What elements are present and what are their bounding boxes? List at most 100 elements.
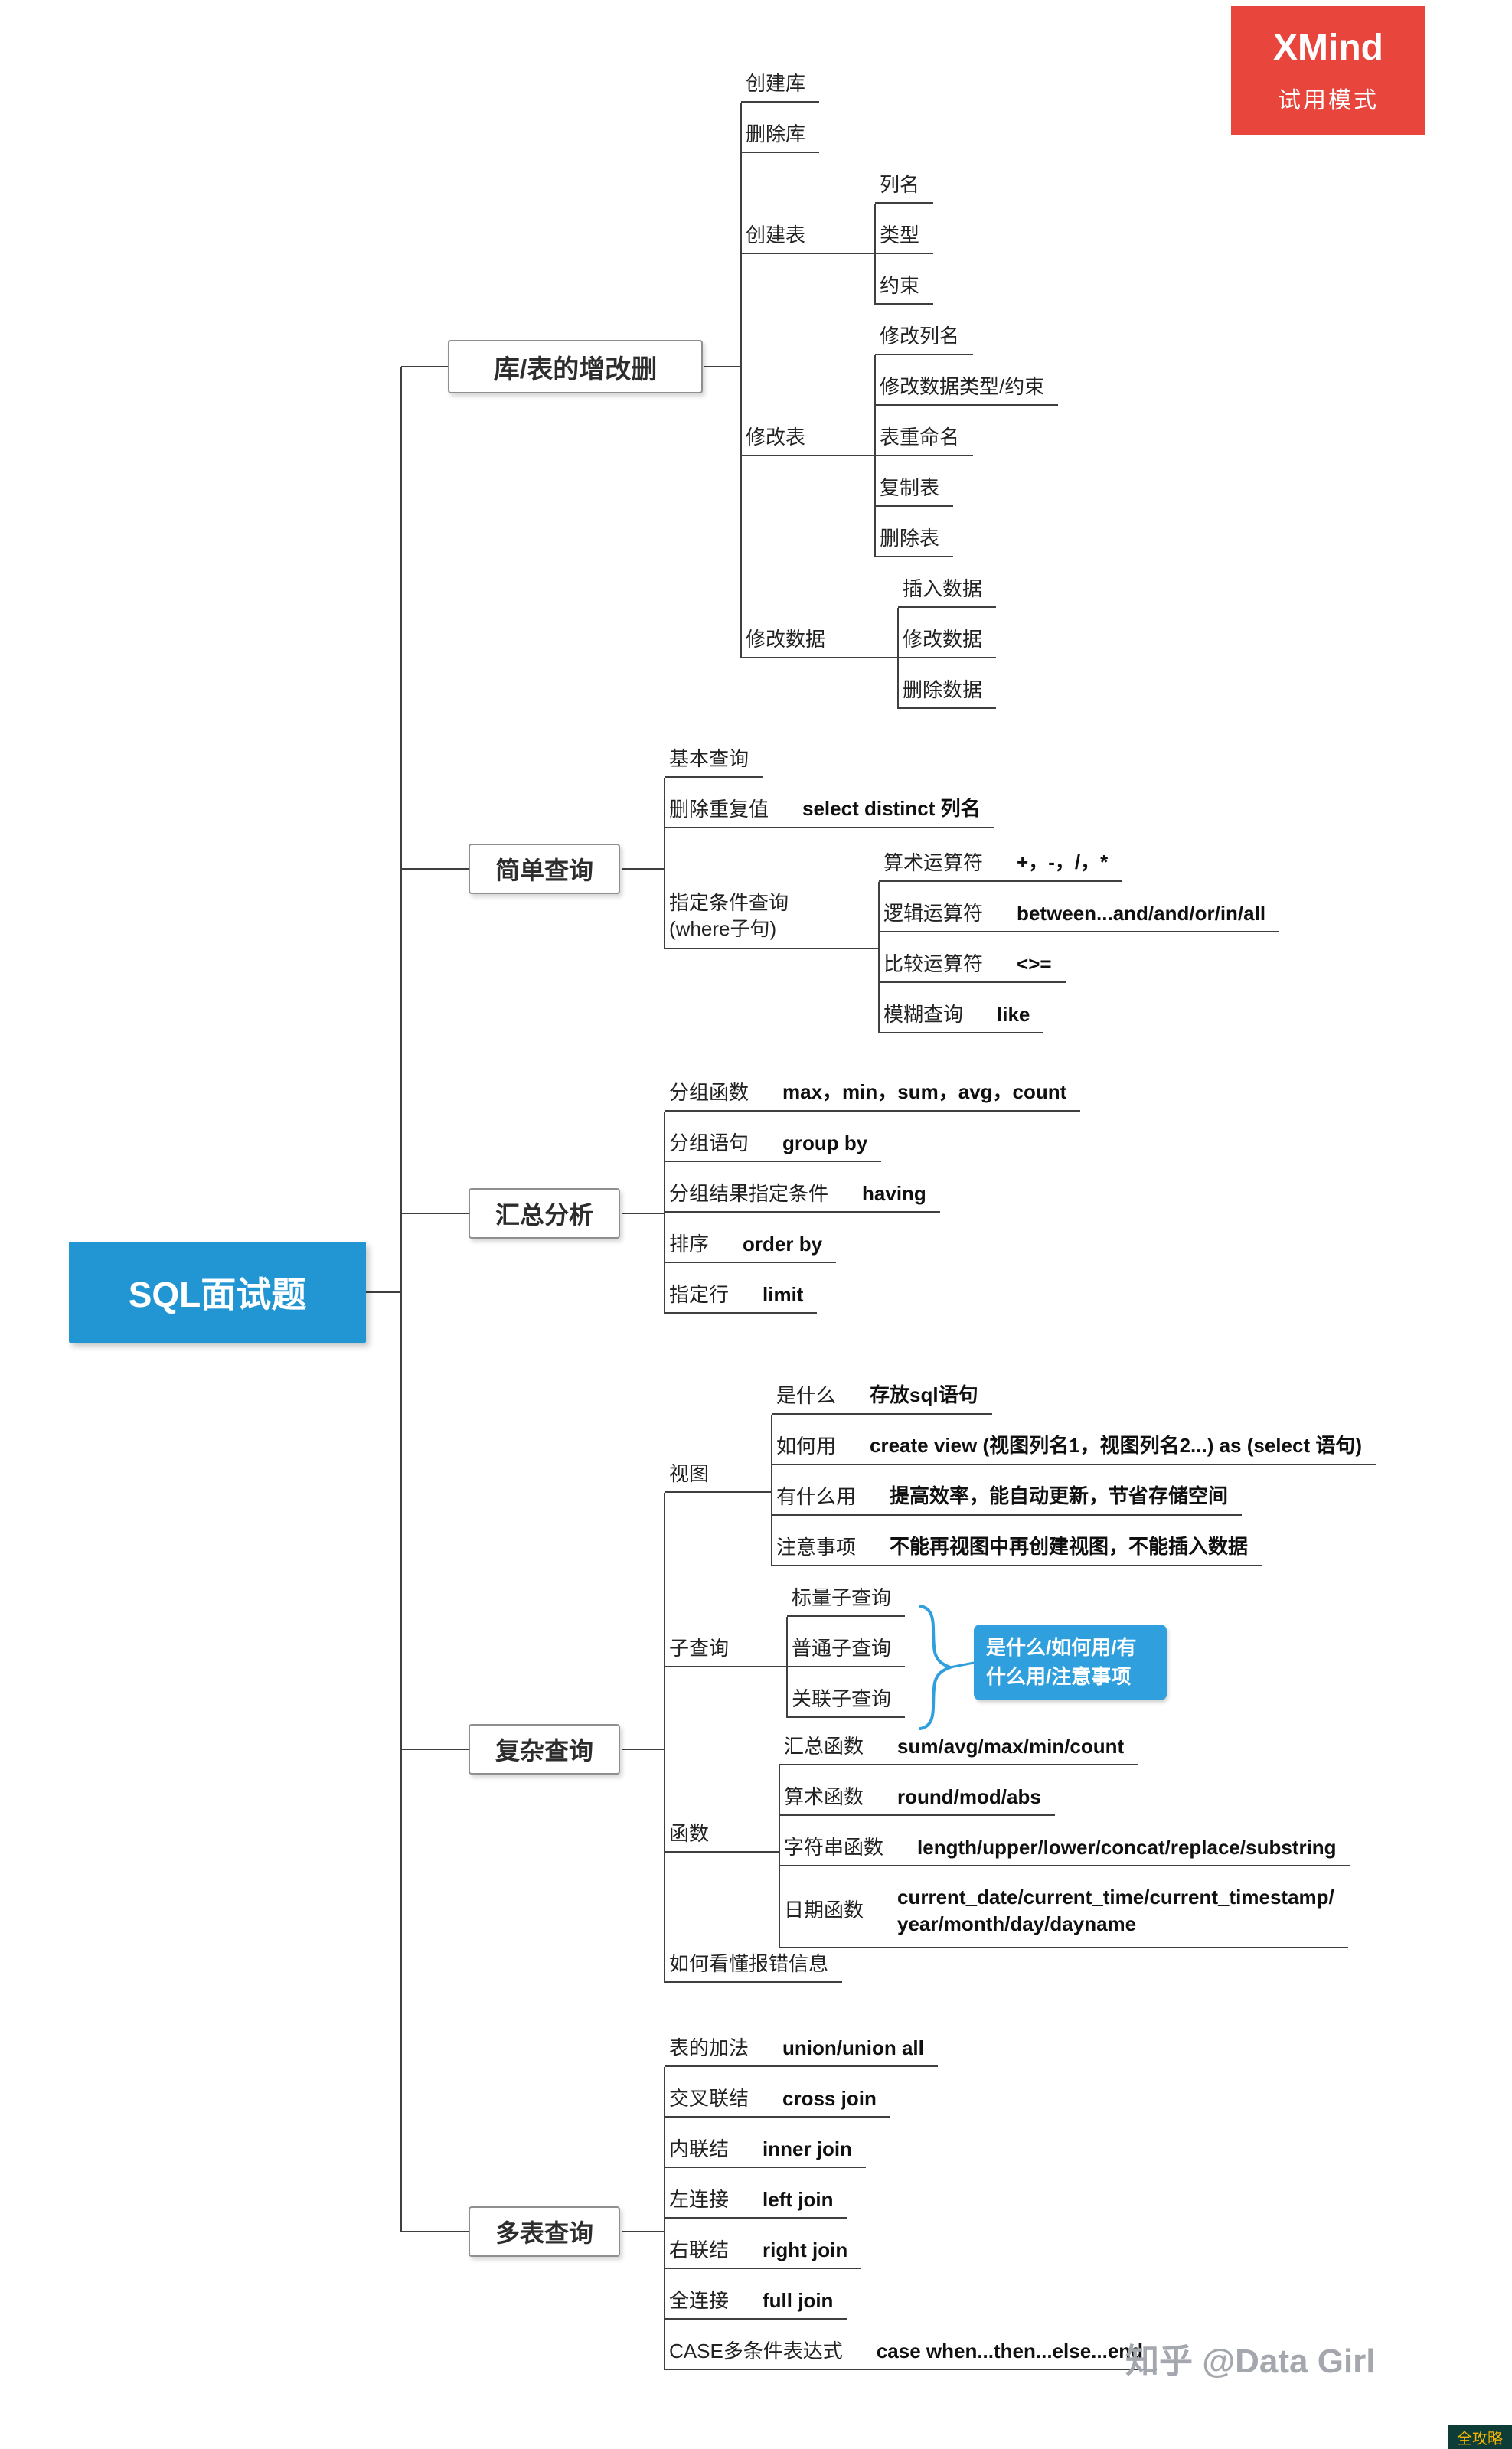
topic-insert-data[interactable]: 插入数据 [898, 573, 997, 608]
topic-view-how[interactable]: 如何用 create view (视图列名1，视图列名2...) as (sele… [772, 1430, 1376, 1465]
topic-label: 分组结果指定条件 [669, 1181, 829, 1205]
root-topic[interactable]: SQL面试题 [69, 1242, 366, 1343]
topic-view-what[interactable]: 是什么存放sql语句 [772, 1380, 992, 1415]
topic-create-table[interactable]: 创建表 [741, 219, 875, 254]
topic-label: 普通子查询 [792, 1636, 892, 1660]
branch-multi-table-query[interactable]: 多表查询 [469, 2206, 620, 2257]
topic-value: union/union all [782, 2036, 924, 2059]
topic-update-data[interactable]: 修改数据 [898, 623, 997, 658]
topic-copy-table[interactable]: 复制表 [875, 472, 954, 507]
topic-label: 如何用 [776, 1434, 837, 1458]
footer-strategy-tag: 全攻略 [1448, 2425, 1512, 2449]
branch-complex-query[interactable]: 复杂查询 [469, 1724, 620, 1775]
footer-strategy-label: 全攻略 [1457, 2431, 1503, 2447]
topic-label: 分组语句 [669, 1131, 749, 1154]
topic-label: 比较运算符 [883, 952, 984, 975]
topic-label: 右联结 [669, 2238, 730, 2261]
topic-where-clause[interactable]: 指定条件查询(where子句) [665, 883, 879, 949]
topic-alter-col-name[interactable]: 修改列名 [875, 320, 974, 355]
topic-label: 逻辑运算符 [883, 901, 984, 925]
topic-col-constraint[interactable]: 约束 [875, 269, 934, 305]
topic-label: 字符串函数 [784, 1835, 884, 1859]
topic-label: 基本查询 [669, 746, 749, 770]
topic-alter-table[interactable]: 修改表 [741, 421, 875, 456]
topic-label: 交叉联结 [669, 2086, 749, 2110]
topic-label: 创建表 [746, 223, 806, 247]
topic-label: 关联子查询 [792, 1687, 892, 1710]
topic-label: 表的加法 [669, 2036, 749, 2059]
topic-union[interactable]: 表的加法 union/union all [665, 2032, 938, 2067]
topic-scalar-sub[interactable]: 标量子查询 [787, 1582, 906, 1617]
topic-label: 删除重复值 [669, 797, 769, 821]
topic-error-msg[interactable]: 如何看懂报错信息 [665, 1948, 843, 1983]
branch-summary-analysis[interactable]: 汇总分析 [469, 1188, 620, 1239]
topic-label: 修改数据类型/约束 [880, 374, 1045, 398]
topic-view-use[interactable]: 有什么用提高效率，能自动更新，节省存储空间 [772, 1481, 1243, 1516]
topic-label: 修改列名 [880, 324, 960, 348]
topic-left-join[interactable]: 左连接 left join [665, 2183, 847, 2219]
topic-label: 指定条件查询(where子句) [669, 891, 789, 941]
topic-col-type[interactable]: 类型 [875, 219, 934, 254]
topic-subquery[interactable]: 子查询 [665, 1632, 787, 1667]
topic-label: 注意事项 [776, 1535, 857, 1559]
topic-value: current_date/current_time/current_timest… [897, 1885, 1334, 1935]
topic-label: 视图 [669, 1461, 710, 1485]
topic-basic-query[interactable]: 基本查询 [665, 743, 763, 778]
xmind-trial-badge[interactable]: XMind 试用模式 [1231, 6, 1425, 135]
topic-label: 修改数据 [903, 627, 983, 651]
topic-value: limit [763, 1283, 804, 1306]
topic-drop-table[interactable]: 删除表 [875, 522, 954, 557]
topic-compare-op[interactable]: 比较运算符<>= [879, 948, 1066, 983]
topic-col-name[interactable]: 列名 [875, 168, 934, 204]
topic-rename-table[interactable]: 表重命名 [875, 421, 974, 456]
callout-subquery-note[interactable]: 是什么/如何用/有什么用/注意事项 [974, 1625, 1167, 1701]
topic-logic-op[interactable]: 逻辑运算符 between...and/and/or/in/all [879, 897, 1280, 932]
topic-label: 复制表 [880, 475, 940, 499]
topic-limit[interactable]: 指定行 limit [665, 1278, 818, 1314]
topic-label: 是什么 [776, 1383, 837, 1407]
topic-label: 删除表 [880, 526, 940, 550]
zhihu-watermark: 知乎 @Data Girl [1125, 2343, 1376, 2380]
branch-crud[interactable]: 库/表的增改删 [448, 340, 703, 393]
topic-view-note[interactable]: 注意事项 不能再视图中再创建视图，不能插入数据 [772, 1531, 1262, 1566]
topic-arith-op[interactable]: 算术运算符+，-，/，* [879, 847, 1122, 882]
xmind-logo: XMind [1273, 27, 1383, 68]
topic-value: between...and/and/or/in/all [1017, 902, 1266, 925]
topic-normal-sub[interactable]: 普通子查询 [787, 1632, 906, 1667]
topic-create-db[interactable]: 创建库 [741, 67, 820, 103]
topic-drop-db[interactable]: 删除库 [741, 118, 820, 153]
topic-label: 有什么用 [776, 1484, 857, 1508]
branch-simple-query[interactable]: 简单查询 [469, 844, 620, 894]
topic-value: create view (视图列名1，视图列名2...) as (select … [870, 1434, 1362, 1457]
topic-label: 子查询 [669, 1636, 730, 1660]
topic-label: 修改表 [746, 425, 806, 449]
topic-label: 如何看懂报错信息 [669, 1951, 829, 1975]
topic-modify-data[interactable]: 修改数据 [741, 623, 898, 658]
topic-func[interactable]: 函数 [665, 1817, 779, 1853]
topic-corr-sub[interactable]: 关联子查询 [787, 1683, 906, 1718]
topic-view[interactable]: 视图 [665, 1458, 772, 1493]
topic-label: 分组函数 [669, 1080, 749, 1104]
topic-value: left join [763, 2188, 834, 2211]
topic-label: 指定行 [669, 1282, 730, 1306]
topic-delete-data[interactable]: 删除数据 [898, 674, 997, 709]
topic-label: 左连接 [669, 2187, 730, 2211]
topic-alter-col-type[interactable]: 修改数据类型/约束 [875, 371, 1059, 406]
topic-value: 不能再视图中再创建视图，不能插入数据 [890, 1535, 1249, 1558]
